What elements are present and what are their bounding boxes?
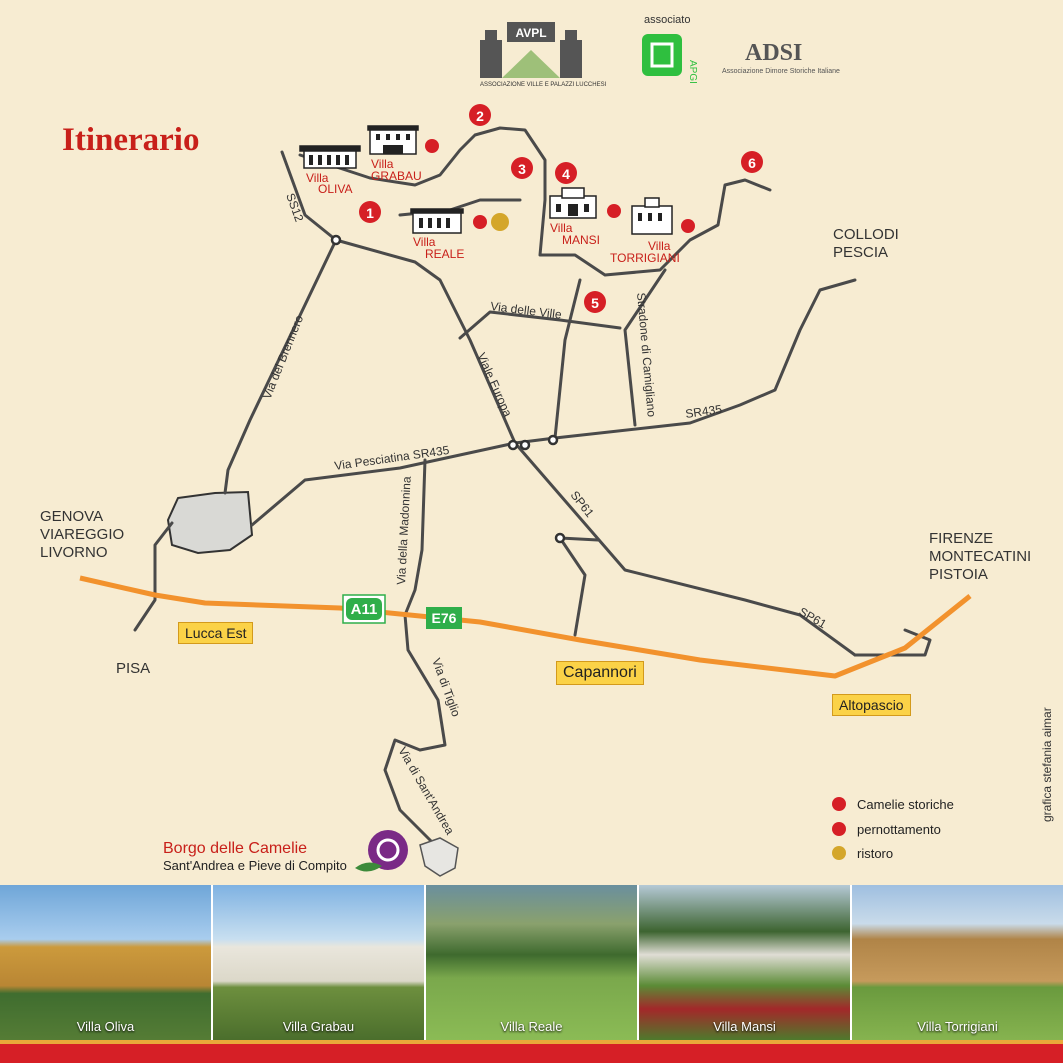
camellia-icon [425,139,695,233]
a11-badge: A11 [342,594,386,624]
svg-text:A11: A11 [351,601,378,618]
apgi-logo: APGI [642,34,698,84]
photo-caption: Villa Reale [500,1019,563,1034]
label-sp61a: SP61 [568,488,597,520]
svg-text:6: 6 [748,155,756,171]
avpl-logo: AVPL [480,22,582,78]
svg-text:TORRIGIANI: TORRIGIANI [610,251,680,265]
svg-text:GRABAU: GRABAU [371,169,422,183]
svg-text:4: 4 [562,166,570,182]
label-sp61b: SP61 [797,604,830,631]
bottom-bar [0,1040,1063,1063]
road-ss12 [280,150,338,242]
svg-text:APGI: APGI [687,60,698,84]
label-via-ville: Via delle Ville [490,299,563,322]
svg-text:Villa: Villa [550,221,573,235]
svg-text:MANSI: MANSI [562,233,600,247]
road-genova [133,521,174,632]
toll-capannori[interactable]: Capannori [556,661,644,685]
villa-building-icon [299,125,673,235]
avpl-subtitle: ASSOCIAZIONE VILLE E PALAZZI LUCCHESI [480,82,607,88]
marker-3[interactable]: 3 [511,157,533,179]
road-sp61-branch [558,536,587,637]
road-sant-andrea [383,738,442,852]
credit: grafica stefania aimar [1040,707,1054,822]
compito-area [419,837,459,877]
road-viale-europa [334,238,517,445]
label-camigliano: Stradone di Camigliano [634,292,659,418]
e76-badge: E76 [426,607,462,629]
svg-text:3: 3 [518,161,526,177]
svg-text:5: 5 [591,295,599,311]
photo-villa-torrigiani[interactable]: Villa Torrigiani [852,885,1063,1040]
road-mansi [553,278,582,440]
label-brennero: Via del Brennero [260,313,307,401]
label-sr435: SR435 [684,402,723,421]
road-sp61 [513,441,857,657]
svg-text:OLIVA: OLIVA [318,182,352,196]
svg-text:2: 2 [476,108,484,124]
photo-caption: Villa Torrigiani [917,1019,998,1034]
road-madonnina [403,458,447,752]
city-pisa: PISA [116,660,151,677]
legend-pernottamento: pernottamento [857,822,941,837]
svg-text:1: 1 [366,205,374,221]
svg-text:AVPL: AVPL [515,26,546,40]
toll-altopascio[interactable]: Altopascio [832,694,911,716]
road-hills [298,126,772,277]
itinerary-map: A11 E76 SS12 Via del Brennero Via delle … [79,22,972,877]
photo-villa-reale[interactable]: Villa Reale [426,885,639,1040]
borgo-title: Borgo delle Camelie [163,840,308,857]
lucca-city-walls [166,490,254,555]
label-madonnina: Via della Madonnina [394,476,414,585]
marker-1[interactable]: 1 [359,201,381,223]
photo-caption: Villa Grabau [282,1019,355,1034]
photo-villa-oliva[interactable]: Villa Oliva [0,885,213,1040]
page-title: Itinerario [62,122,200,158]
label-santandrea: Via di Sant'Andrea [395,745,457,838]
marker-6[interactable]: 6 [741,151,763,173]
svg-text:Villa: Villa [371,157,394,171]
marker-2[interactable]: 2 [469,104,491,126]
road-sp61-spur [558,536,600,542]
motorway-a11 [79,575,972,679]
legend-ristoro: ristoro [857,846,894,861]
adsi-logo: ADSI [745,40,803,66]
photo-villa-grabau[interactable]: Villa Grabau [213,885,426,1040]
marker-4[interactable]: 4 [555,162,577,184]
road-camigliano [623,268,667,427]
toll-lucca-est[interactable]: Lucca Est [178,622,254,644]
borgo-subtitle: Sant'Andrea e Pieve di Compito [163,858,347,873]
legend-camelie: Camelie storiche [857,797,954,812]
photo-caption: Villa Mansi [713,1019,776,1034]
associato-label: associato [644,14,691,26]
photo-strip: Villa Oliva Villa Grabau Villa Reale Vil… [0,885,1063,1040]
label-tiglio: Via di Tiglio [429,656,463,719]
svg-text:Villa: Villa [306,171,329,185]
svg-text:Villa: Villa [648,239,671,253]
svg-text:Villa: Villa [413,235,436,249]
road-via-ville [458,310,622,340]
road-pesciatina [250,441,517,527]
borgo-camellia-logo [355,830,408,872]
label-viale-europa: Viale Europa [474,351,515,420]
svg-text:E76: E76 [432,610,457,626]
road-brennero [223,238,338,495]
photo-villa-mansi[interactable]: Villa Mansi [639,885,852,1040]
label-ss12: SS12 [283,191,306,224]
ristoro-icon [491,213,509,231]
svg-text:REALE: REALE [425,247,464,261]
road-sr435 [513,278,857,445]
marker-5[interactable]: 5 [584,291,606,313]
adsi-subtitle: Associazione Dimore Storiche Italiane [722,68,840,75]
photo-caption: Villa Oliva [76,1019,135,1034]
